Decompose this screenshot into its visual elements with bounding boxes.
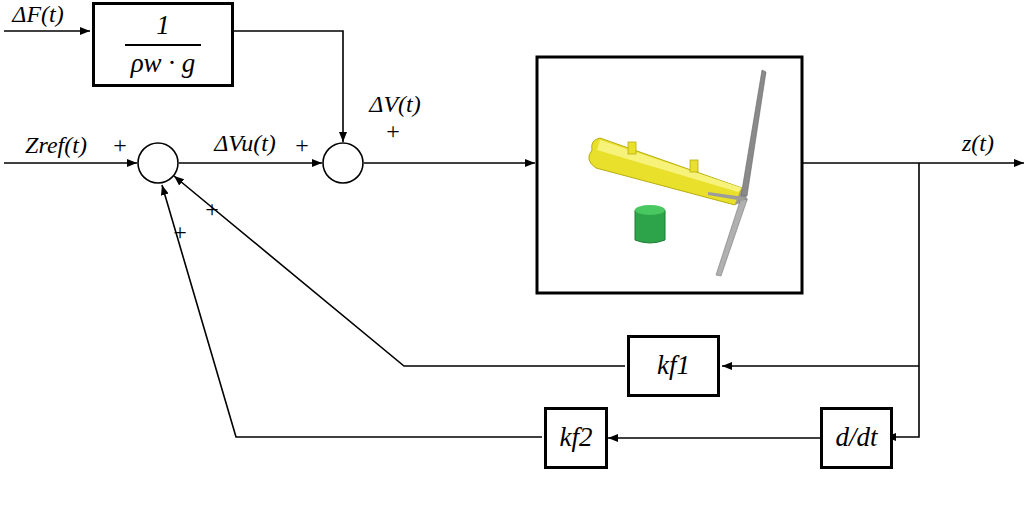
block-text: kf2 [560, 422, 593, 453]
signal-name: ΔVu(t) [214, 130, 276, 156]
reference-wire [4, 162, 137, 164]
tidal-turbine-illustration [589, 70, 766, 276]
feedback-wire [162, 185, 542, 437]
gain-block: kf1 [627, 335, 720, 397]
control-wire [179, 162, 322, 164]
sign-mark: + [205, 196, 219, 222]
gain-block: 1ρw · g [92, 2, 234, 87]
output-wire [803, 162, 1024, 164]
signal-name: Zref(t) [25, 132, 87, 158]
gain-block: kf2 [544, 407, 608, 469]
summing-junction [323, 143, 363, 183]
sign-mark: + [295, 132, 309, 158]
block-text: 1 [156, 10, 170, 41]
summing-junction [138, 143, 178, 183]
feedback-branch [886, 163, 919, 437]
signal-name: ΔF(t) [12, 1, 63, 27]
sign-mark: + [173, 219, 187, 245]
block-text: d/dt [835, 422, 877, 453]
signal-connector [608, 437, 820, 439]
derivative-block: d/dt [820, 407, 893, 469]
block-text: kf1 [657, 350, 690, 381]
signal-name: z(t) [962, 130, 994, 156]
feedback-wire [722, 365, 919, 367]
block-text: ρw · g [125, 44, 202, 79]
input-wire [4, 30, 90, 32]
signal-name: ΔV(t) [369, 91, 420, 117]
sign-mark: + [386, 118, 400, 144]
plant-input-wire [364, 162, 535, 164]
disturbance-wire [234, 31, 343, 142]
sign-mark: + [113, 132, 127, 158]
plant-box [537, 57, 802, 293]
